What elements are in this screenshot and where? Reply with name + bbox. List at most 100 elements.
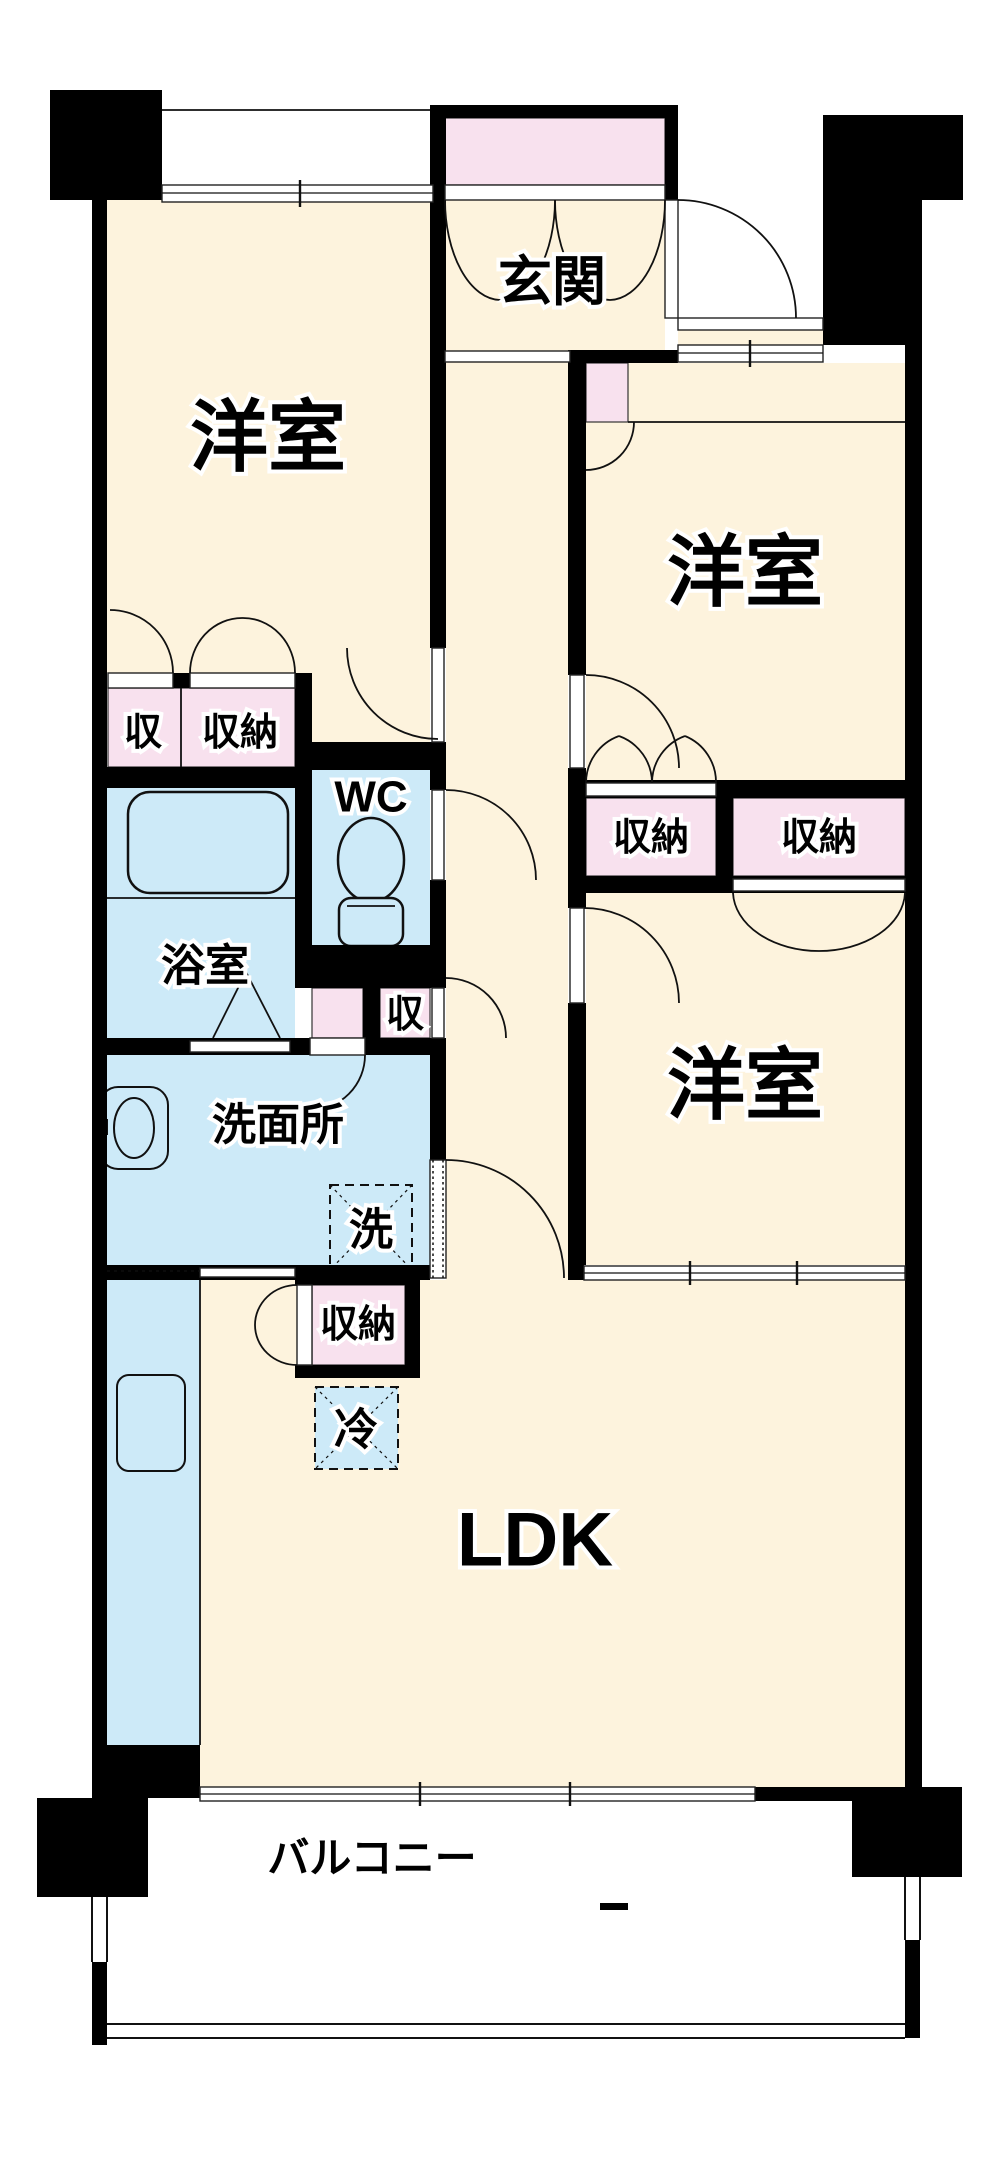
label-room1: 洋室 xyxy=(190,393,346,481)
label-room2: 洋室 xyxy=(667,528,823,616)
label-room3: 洋室 xyxy=(667,1041,823,1129)
label-wc: WC xyxy=(334,773,407,822)
ldk-closet-fold-arc-2 xyxy=(254,1324,298,1366)
label-washer: 洗 xyxy=(349,1206,393,1255)
wall-kitchen-bottom-block xyxy=(92,1745,200,1798)
wall-ldk-closet-bottom xyxy=(295,1365,420,1378)
room1-door-arc xyxy=(346,647,439,740)
wall-ldk-bottom-right xyxy=(755,1787,855,1801)
room3-door-opening xyxy=(569,907,585,1004)
entrance-floor xyxy=(445,200,665,350)
entrance-cabinet-arc-1 xyxy=(444,199,501,301)
entrance-threshold xyxy=(677,317,824,331)
label-ldk: LDK xyxy=(457,1498,613,1583)
room1-closet-arc-single xyxy=(109,609,174,674)
entrance-shoe-cabinet xyxy=(444,117,666,186)
room2-door-opening xyxy=(569,674,585,769)
room2-top-window xyxy=(677,340,824,367)
room3-ldk-partition xyxy=(583,1261,906,1285)
wc-door-opening xyxy=(431,789,445,881)
label-closet-room3: 収納 xyxy=(781,817,857,859)
room1-closet-arc-bifold-2 xyxy=(241,617,296,674)
room3-closet-door-band xyxy=(732,878,906,892)
wall-hall-left-upper xyxy=(430,350,446,648)
kitchen-sink-icon xyxy=(116,1374,186,1472)
label-closet-hall: 収 xyxy=(386,994,424,1036)
room1-door-opening xyxy=(431,647,445,743)
entrance-cabinet-track xyxy=(444,184,666,201)
wall-entrance-right xyxy=(665,105,678,200)
hall-closet-door-opening xyxy=(431,987,445,1039)
washer-diagonal-2 xyxy=(329,1184,413,1271)
washroom-ldk-opening xyxy=(199,1267,296,1278)
label-bathroom: 浴室 xyxy=(161,941,249,991)
label-closet-room2: 収納 xyxy=(613,817,689,859)
room2-corner-cabinet xyxy=(585,362,629,423)
room2-closet-door-band xyxy=(585,782,717,797)
wall-bath-wc-divider xyxy=(295,770,312,988)
entrance-cabinet-arc-2 xyxy=(499,199,556,301)
wall-entrance-left xyxy=(430,105,446,350)
room2-cabinet-arc xyxy=(585,421,635,471)
balcony-partition-tick xyxy=(600,1903,628,1910)
room3-closet-arc-1 xyxy=(732,892,820,952)
room1-floor-extension xyxy=(312,648,430,742)
pillar-bottom-right xyxy=(852,1787,962,1877)
room2-closet-fold-arc-3 xyxy=(651,735,686,784)
wall-hall-left-lower xyxy=(430,1038,446,1160)
wall-closet-row-divider xyxy=(716,798,733,876)
balcony-railing xyxy=(91,1877,921,2039)
bathroom-folding-door-icon xyxy=(212,970,281,1039)
wall-ldk-closet-right xyxy=(405,1270,420,1378)
wall-entrance-top xyxy=(433,105,677,118)
pillar-top-right xyxy=(823,115,963,200)
ldk-door-opening xyxy=(429,1159,447,1279)
room1-floor xyxy=(107,200,430,673)
room3-floor xyxy=(586,893,905,1265)
room1-closet-door-band-2 xyxy=(189,672,296,689)
room2-door-arc xyxy=(585,674,680,769)
label-closet-small-room1: 収 xyxy=(124,712,162,754)
entrance-cabinet-arc-3 xyxy=(554,199,611,301)
wall-hall-right-lower xyxy=(568,1003,586,1265)
wall-wc-bottom xyxy=(312,945,446,988)
wall-room1-closet-chunk xyxy=(173,673,190,688)
room1-top-window xyxy=(161,180,434,207)
room3-door-arc xyxy=(583,907,680,1004)
balcony-right-post xyxy=(905,1940,920,2038)
wc-door-arc xyxy=(445,789,537,881)
entrance-cabinet-arc-4 xyxy=(609,199,666,301)
ldk-closet-fold-arc-1 xyxy=(254,1284,298,1326)
wall-partition-chunk xyxy=(568,1265,584,1280)
kitchen-floor xyxy=(107,1278,200,1745)
washer-diagonal-1 xyxy=(329,1184,413,1271)
linen-cabinet xyxy=(311,987,364,1039)
ldk-closet-door-leaf xyxy=(296,1284,313,1366)
label-entrance: 玄関 xyxy=(498,252,606,312)
fridge-diagonal-2 xyxy=(314,1386,399,1470)
hall-entry-opening xyxy=(444,350,571,363)
room3-closet-arc-2 xyxy=(818,892,906,952)
room1-closet-door-band-1 xyxy=(107,672,174,689)
wall-left-exterior xyxy=(92,185,107,1798)
hall-closet-door-arc xyxy=(445,977,507,1039)
room2-closet-fold-arc-1 xyxy=(585,735,620,784)
label-closet-ldk: 収納 xyxy=(320,1304,396,1346)
washbasin-bowl-icon xyxy=(113,1097,155,1159)
ldk-door-arc xyxy=(445,1159,565,1279)
washroom-door-arc xyxy=(309,1054,366,1111)
wall-right-exterior xyxy=(905,345,922,1787)
room1-closet-arc-bifold-1 xyxy=(189,617,243,674)
ldk-balcony-window xyxy=(199,1782,756,1806)
room3-closet-body xyxy=(732,797,906,877)
wall-hall-right-upper xyxy=(568,350,586,675)
wall-bathroom-top xyxy=(92,767,312,788)
room2-closet-fold-arc-4 xyxy=(684,735,717,784)
balcony-left-post xyxy=(92,1962,107,2045)
wall-top-right-block xyxy=(823,200,922,345)
hallway-floor xyxy=(446,350,568,1040)
bathroom-door-band xyxy=(189,1040,291,1053)
label-closet-room1: 収納 xyxy=(202,712,278,754)
